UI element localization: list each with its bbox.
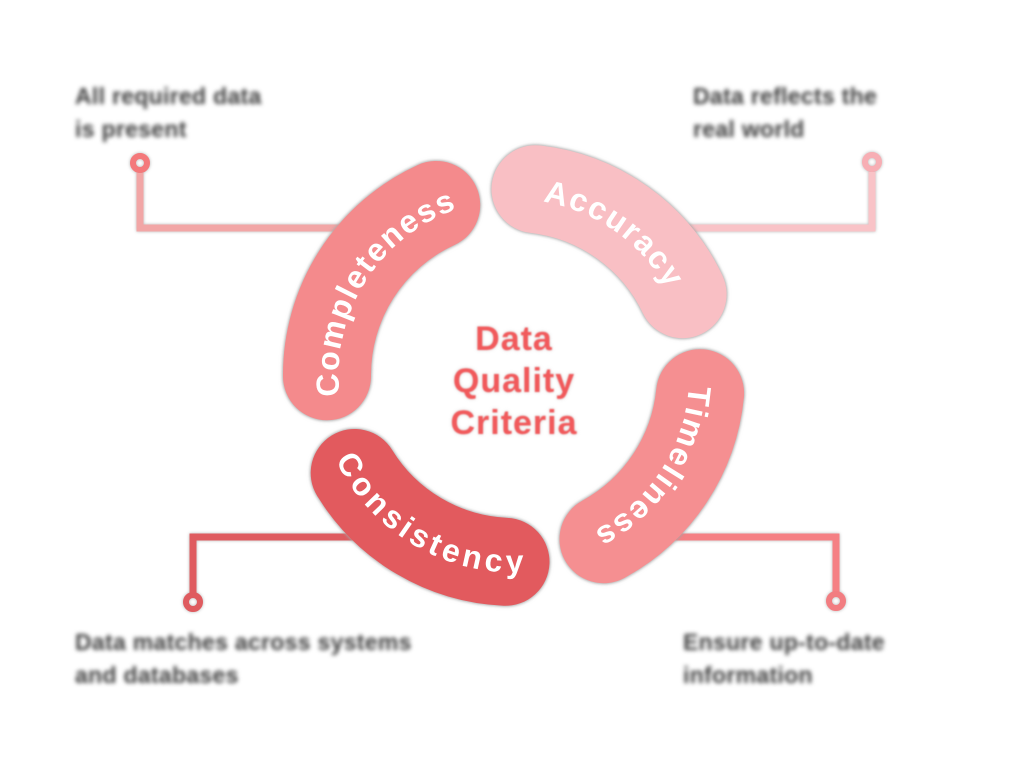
- note-consistency-line1: Data matches across systems: [75, 629, 412, 655]
- note-timeliness-line2: information: [683, 662, 813, 688]
- diagram-title-line3: Criteria: [450, 404, 578, 442]
- timeliness-connector-marker: [826, 591, 846, 611]
- note-completeness-line1: All required data: [75, 83, 262, 109]
- note-completeness: All required data is present: [75, 80, 262, 146]
- segment-completeness: [282, 161, 481, 421]
- diagram-title: Data Quality Criteria: [364, 318, 664, 444]
- completeness-connector-line: [136, 173, 345, 232]
- note-timeliness: Ensure up-to-date information: [683, 626, 885, 692]
- note-consistency: Data matches across systems and database…: [75, 626, 412, 692]
- accuracy-connector-marker: [862, 152, 882, 172]
- note-timeliness-line1: Ensure up-to-date: [683, 629, 885, 655]
- accuracy-connector-line: [685, 172, 876, 232]
- diagram-title-line2: Quality: [452, 362, 576, 400]
- diagram-title-line1: Data: [475, 320, 553, 358]
- note-completeness-line2: is present: [75, 116, 187, 142]
- note-accuracy-line2: real world: [693, 116, 805, 142]
- segment-timeliness: [559, 349, 745, 584]
- completeness-connector-marker: [130, 153, 150, 173]
- note-accuracy: Data reflects the real world: [693, 80, 877, 146]
- segment-consistency: [310, 429, 550, 606]
- consistency-connector-marker: [183, 592, 203, 612]
- connector-group: [130, 152, 882, 612]
- segment-accuracy: [491, 145, 727, 339]
- note-consistency-line2: and databases: [75, 662, 239, 688]
- consistency-connector-line: [189, 533, 360, 593]
- timeliness-connector-line: [670, 533, 840, 592]
- note-accuracy-line1: Data reflects the: [693, 83, 878, 109]
